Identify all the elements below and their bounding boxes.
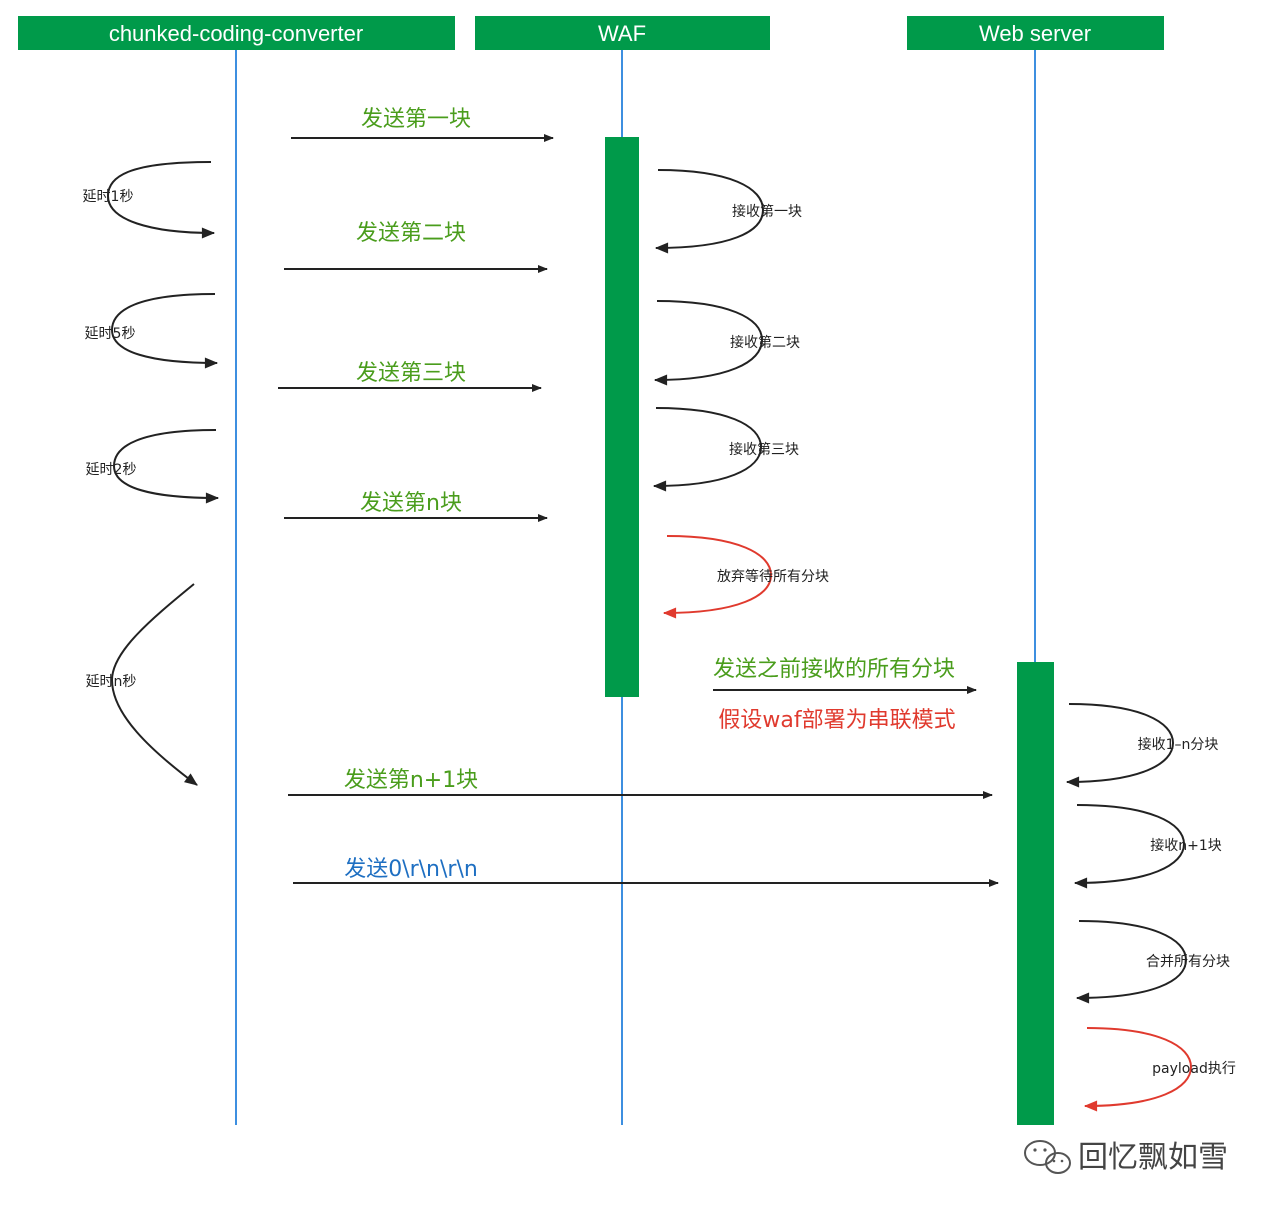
label-server-exec: payload执行 [1152, 1061, 1236, 1077]
curve-server-merge [1075, 920, 1188, 1004]
label-send-end: 发送0\r\n\r\n [344, 857, 478, 882]
curve-waf-r2 [653, 300, 764, 386]
label-waf-r1: 接收第一块 [732, 203, 802, 220]
wechat-icon [1024, 1140, 1071, 1174]
participant-waf-header: WAF [475, 16, 770, 50]
label-waf-giveup: 放弃等待所有分块 [717, 568, 829, 585]
curve-delay2 [112, 429, 220, 504]
label-waf-r3: 接收第三块 [729, 441, 799, 458]
participant-waf-label: WAF [598, 21, 646, 46]
label-send3: 发送第三块 [356, 361, 466, 386]
label-server-r1n: 接收1–n分块 [1138, 736, 1219, 753]
participant-converter-header: chunked-coding-converter [18, 16, 455, 50]
label-delay1: 延时1秒 [83, 189, 134, 205]
curve-delay1 [106, 161, 216, 239]
label-waf-r2: 接收第二块 [730, 334, 800, 351]
label-sendn: 发送第n块 [360, 491, 462, 516]
activation-waf [605, 137, 639, 697]
curve-delay5 [110, 293, 219, 369]
label-delay5: 延时5秒 [85, 326, 136, 342]
label-sendn1: 发送第n+1块 [344, 768, 478, 793]
label-send2: 发送第二块 [356, 221, 466, 246]
curve-waf-giveup [662, 535, 773, 619]
curve-server-rn1 [1073, 804, 1186, 889]
label-delayn: 延时n秒 [86, 674, 137, 690]
label-delay2: 延时2秒 [86, 462, 137, 478]
watermark-text: 回忆飘如雪 [1078, 1140, 1228, 1175]
watermark: 回忆飘如雪 [1024, 1140, 1228, 1175]
curve-delayn [110, 583, 198, 786]
participant-converter-label: chunked-coding-converter [109, 21, 363, 46]
label-send1: 发送第一块 [361, 107, 471, 132]
curve-server-r1n [1065, 703, 1175, 788]
participant-server-header: Web server [907, 16, 1164, 50]
label-server-merge: 合并所有分块 [1146, 954, 1230, 970]
curve-waf-r1 [654, 169, 765, 254]
label-serial-note: 假设waf部署为串联模式 [718, 708, 955, 733]
label-server-rn1: 接收n+1块 [1150, 837, 1222, 854]
activation-server [1017, 662, 1054, 1125]
curve-waf-r3 [652, 407, 763, 492]
label-send-prev: 发送之前接收的所有分块 [713, 657, 955, 682]
curve-server-exec [1083, 1027, 1193, 1112]
participant-server-label: Web server [979, 21, 1091, 46]
